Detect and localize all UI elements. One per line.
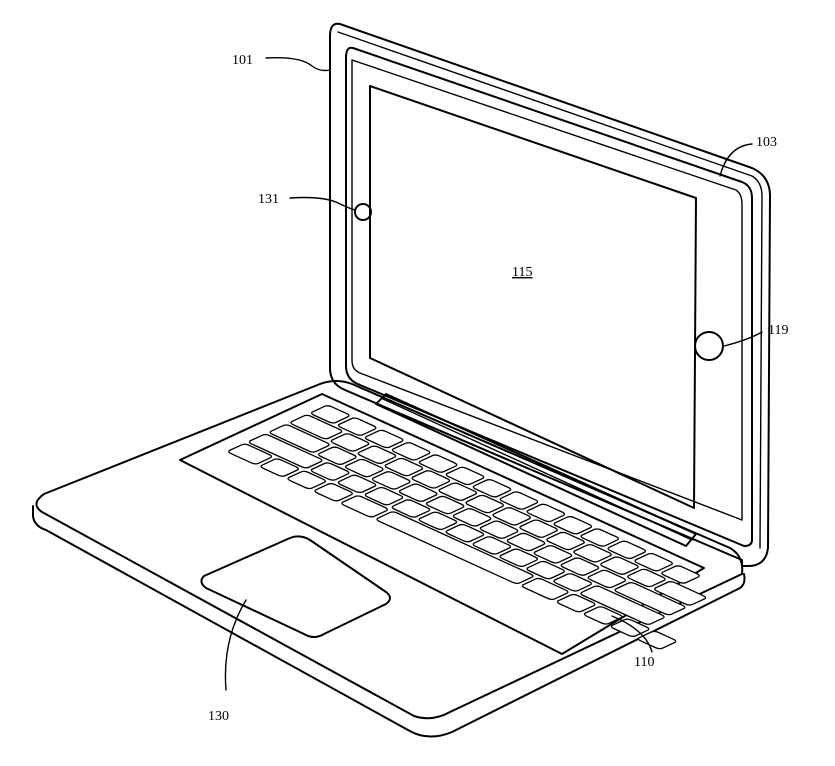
keyboard-key: [418, 454, 459, 473]
keyboard-key: [583, 606, 624, 625]
keyboard-key: [317, 446, 358, 465]
label-110: 110: [634, 655, 654, 670]
keyboard-key: [375, 511, 535, 584]
keyboard-key: [286, 470, 327, 489]
keyboard-key: [227, 443, 273, 464]
keyboard-key: [606, 540, 647, 559]
trackpad-outline: [200, 535, 391, 638]
camera-circle: [354, 203, 372, 221]
keyboard-key: [425, 496, 466, 515]
label-131: 131: [258, 192, 279, 207]
keyboard-key: [248, 434, 324, 469]
hinge-bar: [375, 393, 697, 547]
keyboard-key: [498, 548, 539, 567]
keyboard-key: [390, 499, 431, 518]
keyboard-key: [444, 524, 485, 543]
keyboard-key: [313, 483, 354, 502]
keyboard-key: [391, 442, 432, 461]
screen-area: [369, 85, 697, 509]
keyboard-key: [633, 553, 674, 572]
hinge-bar-edge: [382, 398, 693, 541]
home-button-circle: [694, 331, 724, 361]
display-panel-border: [345, 46, 753, 547]
keyboard-key: [437, 482, 478, 501]
keyboard-key: [289, 415, 343, 440]
keyboard-key: [586, 570, 627, 589]
label-130: 130: [208, 709, 229, 724]
keyboard-key: [337, 474, 378, 493]
keyboard-key: [579, 528, 620, 547]
keyboard-key: [337, 417, 378, 436]
leader-130: [224, 599, 247, 691]
keyboard-keys: [227, 405, 761, 650]
lid-inner-edge: [337, 31, 763, 549]
keyboard-key: [329, 433, 370, 452]
keyboard-key: [525, 561, 566, 580]
keyboard-key: [310, 405, 351, 424]
keyboard-key: [344, 459, 385, 478]
label-103: 103: [756, 135, 777, 150]
keyboard-key: [637, 631, 678, 650]
keyboard-key: [445, 466, 486, 485]
keyboard-key: [653, 581, 707, 606]
leader-103: [719, 143, 753, 177]
keyboard-key: [532, 545, 573, 564]
keyboard-key: [552, 516, 593, 535]
keyboard-key: [599, 556, 640, 575]
reference-labels: 101 103 131 115 119 110 130: [208, 53, 788, 724]
label-101: 101: [232, 53, 253, 68]
keyboard-key: [572, 544, 613, 563]
leader-101: [265, 56, 331, 72]
keyboard-key: [505, 533, 546, 552]
keyboard-key: [471, 536, 512, 555]
keyboard-key: [452, 508, 493, 527]
keyboard-key: [364, 430, 405, 449]
label-119: 119: [768, 323, 788, 338]
keyboard-key: [491, 507, 532, 526]
keyboard-key: [417, 511, 458, 530]
keyboard-key: [268, 424, 331, 453]
keyboard-key: [552, 573, 593, 592]
display-panel-inner-line: [351, 59, 743, 521]
keyboard-key: [498, 491, 539, 510]
keyboard-key: [518, 519, 559, 538]
keyboard-key: [383, 458, 424, 477]
keyboard-key: [410, 470, 451, 489]
keyboard-key: [521, 578, 570, 601]
base-top-surface: [35, 380, 744, 720]
keyboard-key: [471, 479, 512, 498]
keyboard-key: [310, 462, 351, 481]
keyboard-key: [356, 445, 397, 464]
keyboard-key: [545, 532, 586, 551]
leader-lines: [224, 56, 763, 691]
keyboard-key: [340, 495, 389, 518]
keyboard-key: [660, 565, 701, 584]
base-front-edge: [32, 505, 746, 738]
keyboard-key: [525, 503, 566, 522]
leader-119: [723, 331, 763, 347]
keyboard-key: [556, 594, 597, 613]
leader-110: [611, 615, 653, 653]
keyboard-key: [626, 569, 667, 588]
keyboard-key: [613, 582, 686, 616]
keyboard-key: [479, 520, 520, 539]
keyboard-key: [398, 483, 439, 502]
leader-131: [289, 196, 356, 211]
keyboard-key: [371, 471, 412, 490]
keyboard-key: [363, 487, 404, 506]
keyboard-key: [559, 557, 600, 576]
keyboard-key: [259, 458, 300, 477]
keyboard-key: [464, 495, 505, 514]
keyboard-recess: [179, 393, 705, 655]
keyboard-key: [579, 585, 666, 625]
laptop-base: [32, 380, 761, 738]
label-115: 115: [512, 265, 532, 280]
